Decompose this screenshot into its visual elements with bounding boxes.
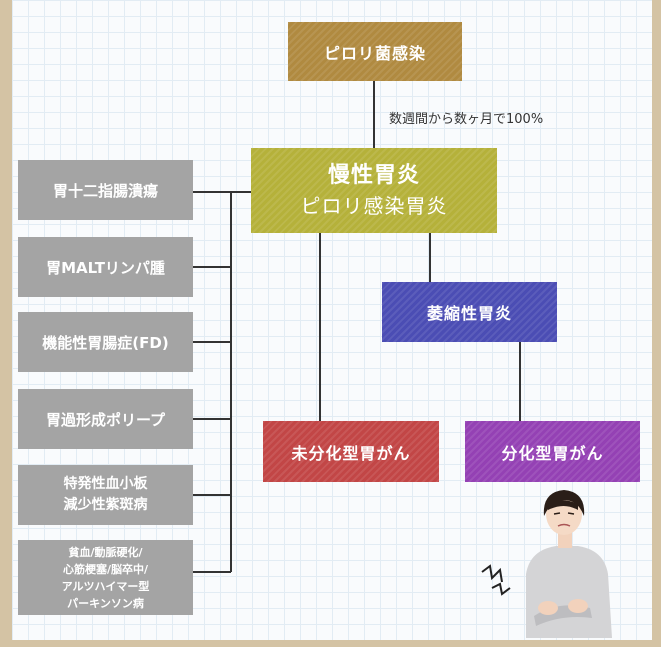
edge-label-duration: 数週間から数ヶ月で100% — [389, 112, 544, 127]
node-undifferentiated-cancer: 未分化型胃がん — [263, 421, 439, 482]
related-disease-line: 特発性血小板 — [63, 476, 148, 492]
node-pylori-infection: ピロリ菌感染 — [288, 22, 462, 81]
node-pylori-label: ピロリ菌感染 — [323, 43, 426, 63]
node-chronic-title: 慢性胃炎 — [327, 162, 420, 188]
related-disease-2: 胃MALTリンパ腫 — [18, 237, 193, 297]
related-disease-line: 機能性胃腸症(FD) — [42, 333, 169, 352]
node-differentiated-cancer: 分化型胃がん — [465, 421, 640, 482]
node-atrophic-label: 萎縮性胃炎 — [426, 304, 512, 323]
related-disease-4: 胃過形成ポリープ — [18, 389, 193, 449]
related-disease-3: 機能性胃腸症(FD) — [18, 312, 193, 372]
related-disease-line: アルツハイマー型 — [61, 579, 150, 593]
related-disease-line: 貧血/動脈硬化/ — [68, 545, 143, 559]
related-disease-line: パーキンソン病 — [67, 596, 144, 610]
node-diff-label: 分化型胃がん — [501, 443, 604, 463]
related-disease-line: 減少性紫斑病 — [63, 497, 148, 513]
node-chronic-subtitle: ピロリ感染胃炎 — [300, 193, 448, 218]
node-chronic-gastritis: 慢性胃炎 ピロリ感染胃炎 — [251, 148, 497, 233]
related-disease-line: 心筋梗塞/脳卒中/ — [62, 562, 149, 576]
related-disease-6: 貧血/動脈硬化/ 心筋梗塞/脳卒中/ アルツハイマー型 パーキンソン病 — [18, 540, 193, 615]
related-disease-line: 胃MALTリンパ腫 — [46, 258, 165, 277]
related-disease-line: 胃過形成ポリープ — [45, 410, 166, 429]
related-disease-line: 胃十二指腸潰瘍 — [52, 181, 158, 200]
node-atrophic-gastritis: 萎縮性胃炎 — [382, 282, 557, 342]
related-disease-5: 特発性血小板 減少性紫斑病 — [18, 465, 193, 525]
node-undiff-label: 未分化型胃がん — [291, 443, 411, 463]
related-disease-1: 胃十二指腸潰瘍 — [18, 160, 193, 220]
pain-zigzag-icon — [481, 564, 511, 596]
woman-stomachache-illustration — [481, 490, 612, 638]
